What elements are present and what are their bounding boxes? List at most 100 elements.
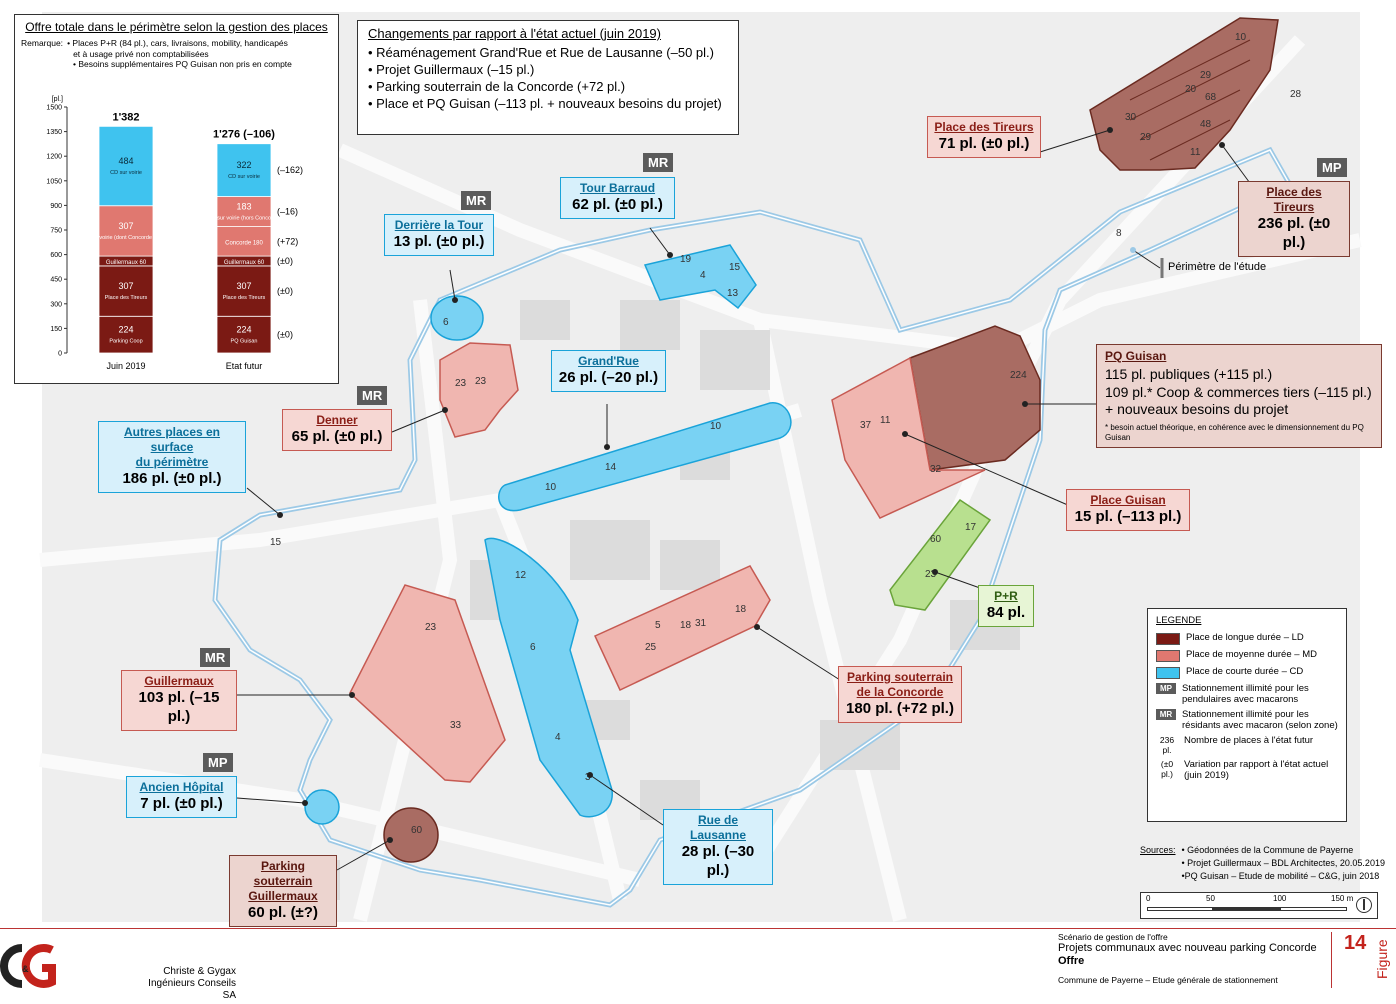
label-ancien-hopital: Ancien Hôpital 7 pl. (±0 pl.)	[126, 776, 237, 818]
bar-segment-label: CD sur voirie	[110, 170, 142, 176]
y-tick-label: 750	[50, 228, 62, 235]
svg-text:68: 68	[1205, 92, 1217, 103]
y-tick-label: 1350	[46, 129, 62, 136]
remark-1: • Places P+R (84 pl.), cars, livraisons,…	[67, 38, 288, 48]
tag-mr-denner: MR	[357, 386, 388, 405]
footer-info: Scénario de gestion de l'offre Projets c…	[1058, 932, 1317, 985]
svg-text:15: 15	[729, 262, 741, 273]
svg-text:8: 8	[1116, 228, 1122, 239]
label-place-guisan: Place Guisan 15 pl. (–113 pl.)	[1066, 489, 1190, 531]
zone-tireurs-ld	[1089, 17, 1279, 171]
legend-d: Variation par rapport à l'état actuel (j…	[1184, 759, 1329, 781]
legend-n-symbol: 236 pl.	[1159, 735, 1175, 755]
zone-derriere-tour	[430, 295, 484, 341]
bar-segment	[216, 196, 272, 227]
scale-tick: 150 m	[1331, 894, 1354, 903]
bar-value: 183	[236, 202, 251, 212]
bar-segment	[216, 315, 272, 354]
delta-label: (±0)	[277, 330, 293, 340]
svg-text:224: 224	[1010, 370, 1027, 381]
change-item: • Parking souterrain de la Concorde (+72…	[368, 79, 626, 94]
bar-segment-label: Guillermaux 60	[224, 260, 265, 266]
y-tick-label: 150	[50, 326, 62, 333]
bar-value: 307	[236, 281, 251, 291]
svg-text:60: 60	[411, 825, 423, 836]
zone-lausanne	[484, 537, 613, 818]
y-tick-label: 600	[50, 252, 62, 259]
change-item: • Place et PQ Guisan (–113 pl. + nouveau…	[368, 96, 722, 111]
bar-segment	[98, 315, 154, 354]
svg-text:28: 28	[1290, 89, 1302, 100]
bar-value: 307	[118, 221, 133, 231]
sources: Sources: • Géodonnées de la Commune de P…	[1140, 844, 1385, 883]
unit-label: [pl.]	[52, 96, 63, 103]
source-2: • Projet Guillermaux – BDL Architectes, …	[1181, 858, 1385, 869]
bar-value: 484	[118, 156, 133, 166]
svg-text:11: 11	[1190, 147, 1201, 158]
svg-text:60: 60	[930, 534, 942, 545]
svg-text:29: 29	[1140, 132, 1152, 143]
tag-mr-tour: MR	[461, 191, 492, 210]
chart-title: Offre totale dans le périmètre selon la …	[25, 20, 328, 34]
bar-segment-label: Place des Tireurs	[105, 295, 148, 301]
bar-segment-label: Guillermaux 60	[106, 260, 147, 266]
bar-total: 1'382	[112, 111, 139, 123]
svg-text:13: 13	[727, 288, 739, 299]
bar-segment	[216, 143, 272, 197]
legend-swatch-cd	[1156, 667, 1180, 679]
zone-tour-barraud	[643, 244, 757, 310]
legend-mp: Stationnement illimité pour les pendulai…	[1182, 683, 1309, 705]
svg-text:30: 30	[1125, 112, 1137, 123]
y-tick-label: 450	[50, 277, 62, 284]
leader-lines	[236, 129, 1256, 871]
delta-label: (±0)	[277, 286, 293, 296]
svg-text:23: 23	[425, 622, 437, 633]
remark-1b: et à usage privé non comptabilisées	[73, 48, 209, 59]
tag-mp-hopital: MP	[203, 753, 233, 772]
cg-logo: &	[0, 942, 60, 990]
label-pq-guisan: PQ Guisan 115 pl. publiques (+115 pl.) 1…	[1096, 344, 1382, 448]
y-tick-label: 1200	[46, 154, 62, 161]
tireurs-stalls	[1129, 39, 1251, 161]
svg-text:33: 33	[450, 720, 462, 731]
svg-text:18: 18	[735, 604, 747, 615]
svg-text:&: &	[22, 964, 29, 974]
svg-text:48: 48	[1200, 119, 1212, 130]
scale-tick: 50	[1206, 894, 1215, 903]
bar-segment	[98, 125, 154, 207]
change-item: • Projet Guillermaux (–15 pl.)	[368, 62, 535, 77]
svg-text:3: 3	[585, 772, 591, 783]
legend-swatch-md	[1156, 650, 1180, 662]
svg-text:5: 5	[655, 620, 661, 631]
zone-ps-guillermaux	[383, 807, 439, 863]
legend-swatch-ld	[1156, 633, 1180, 645]
svg-text:18: 18	[680, 620, 692, 631]
footer-rule	[0, 928, 1396, 929]
label-concorde: Parking souterrain de la Concorde 180 pl…	[838, 666, 962, 723]
bar-value: 224	[236, 325, 251, 335]
sources-label: Sources:	[1140, 845, 1176, 855]
bar-segment	[98, 205, 154, 257]
zone-concorde	[594, 565, 771, 692]
figure-label: Figure	[1374, 939, 1390, 979]
svg-text:23: 23	[925, 569, 937, 580]
legend-n: Nombre de places à l'état futur	[1184, 735, 1314, 746]
bar-segment	[216, 265, 272, 317]
zone-ancien-hopital	[304, 789, 340, 825]
zone-pr	[889, 498, 992, 611]
svg-text:4: 4	[700, 270, 706, 281]
changes-title: Changements par rapport à l'état actuel …	[368, 26, 661, 41]
legend-mr: Stationnement illimité pour les résidant…	[1182, 709, 1338, 731]
svg-text:32: 32	[930, 464, 942, 475]
category-label: Juin 2019	[106, 361, 145, 371]
legend-mr-tag: MR	[1156, 709, 1176, 720]
y-tick-label: 900	[50, 203, 62, 210]
label-lausanne: Rue de Lausanne 28 pl. (–30 pl.)	[663, 809, 773, 885]
chart-panel: Offre totale dans le périmètre selon la …	[14, 14, 339, 384]
y-tick-label: 0	[58, 351, 62, 358]
svg-text:10: 10	[545, 482, 557, 493]
svg-text:6: 6	[443, 317, 449, 328]
svg-text:14: 14	[605, 462, 617, 473]
source-1: • Géodonnées de la Commune de Payerne	[1181, 845, 1354, 855]
